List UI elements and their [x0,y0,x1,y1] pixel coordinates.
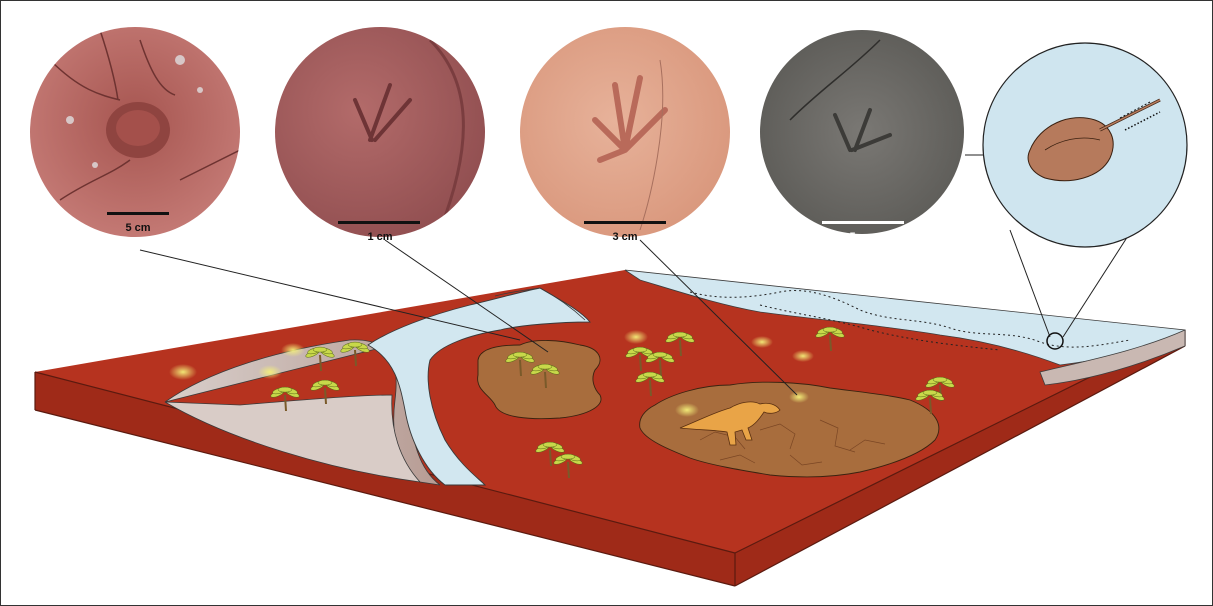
scale-label: 5 cm [125,222,150,234]
footprint-glow [792,350,814,362]
footprint-glow [624,330,648,344]
footprint-glow [751,336,773,348]
footprint-glow [169,364,197,380]
footprint-glow [258,365,282,379]
footprint-glow [789,391,809,403]
scale-bar [107,212,169,215]
scale-bar [338,221,420,224]
footprint-glow [281,343,305,357]
photo-panel-2: 1 cm [275,27,485,243]
photo-panel-4: 5 cm [760,30,964,243]
footprint-glow [675,403,699,417]
scale-label: 3 cm [612,231,637,243]
scale-label: 1 cm [367,231,392,243]
photo-panel-3: 3 cm [520,27,730,243]
scale-bar [822,221,904,224]
mudflat-left [478,340,601,418]
photo-panel-1: 5 cm [30,27,240,237]
scale-label: 5 cm [849,231,874,243]
scale-bar [584,221,666,224]
illustration-panel-horseshoe-crab [983,43,1187,247]
